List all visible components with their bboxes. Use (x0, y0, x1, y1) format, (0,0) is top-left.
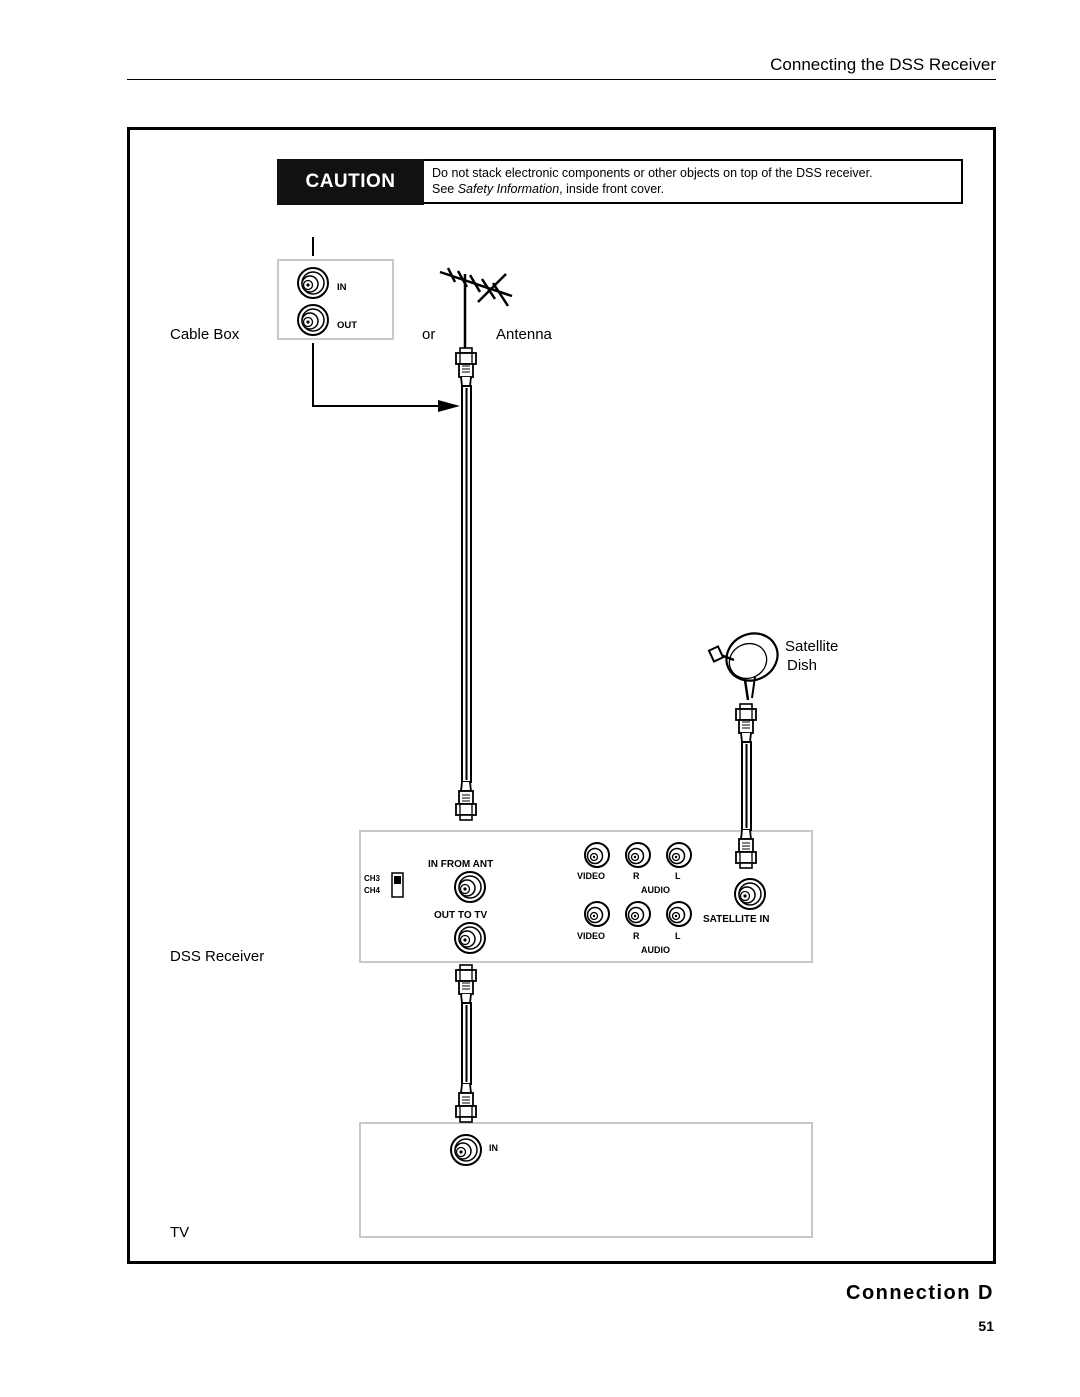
cable-box-out-jack-icon (297, 304, 329, 336)
cable-box-panel (277, 259, 394, 340)
cable-box-label: Cable Box (170, 326, 240, 343)
tv-label: TV (170, 1224, 190, 1241)
dss-receiver-label: DSS Receiver (170, 948, 265, 965)
satellite-in-jack-icon (734, 878, 766, 910)
tv-cable-connector-bottom-icon (455, 1083, 477, 1123)
cable-box-out-label: OUT (337, 320, 358, 331)
satellite-cable-connector-top-icon (735, 703, 757, 743)
tv-in-label: IN (489, 1143, 498, 1153)
satellite-cable (741, 741, 752, 831)
out-to-tv-jack-icon (454, 922, 486, 954)
satellite-in-label: SATELLITE IN (703, 914, 770, 925)
audio-l-1-jack-icon (666, 842, 692, 868)
video-2-jack-icon (584, 901, 610, 927)
video-1-jack-icon (584, 842, 610, 868)
page-number: 51 (978, 1318, 994, 1334)
audio-l-1-label: L (675, 871, 681, 881)
in-from-ant-label: IN FROM ANT (428, 859, 494, 870)
audio-r-1-jack-icon (625, 842, 651, 868)
arrow-head-icon (438, 400, 460, 412)
dss-receiver-panel (359, 830, 813, 963)
antenna-cable-connector-top-icon (455, 347, 477, 387)
ch3-label: CH3 (364, 874, 381, 883)
caution-text: Do not stack electronic components or ot… (432, 165, 957, 197)
safety-information-ref: Safety Information (457, 182, 560, 196)
running-header: Connecting the DSS Receiver (770, 55, 996, 74)
connection-title: Connection D (846, 1282, 994, 1304)
caution-label: CAUTION (277, 159, 424, 205)
antenna-cable-connector-bottom-icon (455, 781, 477, 821)
header-rule (127, 79, 996, 80)
satellite-cable-connector-bottom-icon (735, 829, 757, 869)
ch3-ch4-switch-icon (391, 872, 404, 898)
cable-box-in-jack-icon (297, 267, 329, 299)
audio-l-2-label: L (675, 931, 681, 941)
cable-box-in-label: IN (337, 282, 347, 293)
diagram-frame (127, 127, 996, 1264)
audio-2-label: AUDIO (641, 945, 670, 955)
satellite-dish-label: Satellite Dish (785, 638, 839, 674)
antenna-icon (439, 267, 513, 348)
tv-cable (461, 1002, 472, 1085)
in-from-ant-jack-icon (454, 871, 486, 903)
satellite-dish-icon (707, 632, 779, 701)
tv-panel (359, 1122, 813, 1238)
tv-cable-connector-top-icon (455, 964, 477, 1004)
video-2-label: VIDEO (577, 931, 606, 941)
ch4-label: CH4 (364, 886, 381, 895)
cable-box-arrow-line (312, 343, 438, 407)
audio-l-2-jack-icon (666, 901, 692, 927)
tv-in-jack-icon (450, 1134, 482, 1166)
caution-line-2: See Safety Information, inside front cov… (432, 182, 665, 196)
audio-r-1-label: R (633, 871, 640, 881)
out-to-tv-label: OUT TO TV (434, 910, 488, 921)
audio-r-2-jack-icon (625, 901, 651, 927)
audio-1-label: AUDIO (641, 885, 670, 895)
caution-line-1: Do not stack electronic components or ot… (432, 166, 873, 180)
antenna-cable (461, 385, 472, 783)
antenna-label: Antenna (496, 326, 552, 343)
audio-r-2-label: R (633, 931, 640, 941)
or-label: or (422, 326, 436, 343)
video-1-label: VIDEO (577, 871, 606, 881)
